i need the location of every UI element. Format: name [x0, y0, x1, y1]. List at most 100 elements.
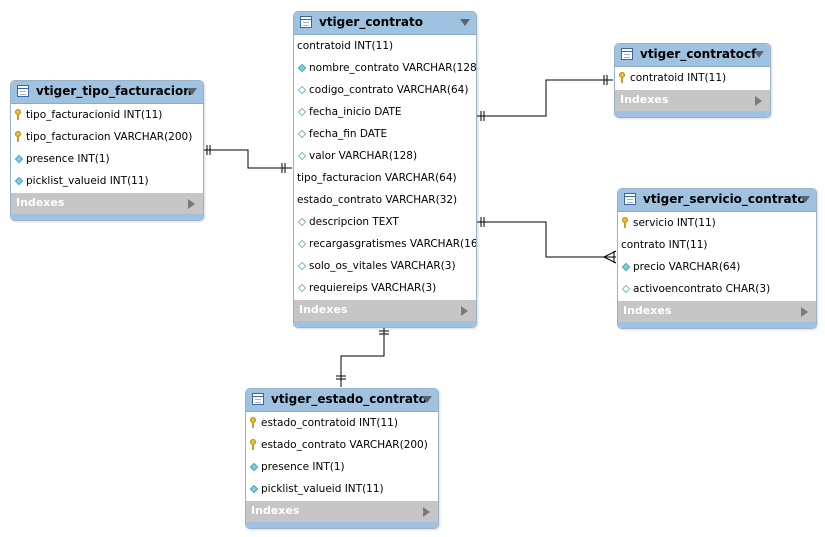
table-icon — [17, 85, 29, 97]
nullable-column-icon — [297, 151, 307, 161]
column-row[interactable]: activoencontrato CHAR(3) — [618, 278, 816, 300]
collapse-toggle-icon[interactable] — [460, 19, 470, 26]
table-servicio_contrato[interactable]: vtiger_servicio_contrato servicio INT(11)… — [617, 188, 817, 329]
nullable-column-icon — [297, 283, 307, 293]
indexes-label: Indexes — [299, 303, 348, 316]
column-row[interactable]: picklist_valueid INT(11) — [11, 170, 203, 192]
expand-arrow-icon[interactable] — [461, 306, 468, 316]
indexes-section[interactable]: Indexes — [294, 299, 476, 321]
column-row[interactable]: contrato INT(11) — [618, 234, 816, 256]
table-estado_contrato[interactable]: vtiger_estado_contrato estado_contratoid … — [245, 388, 439, 529]
column-row[interactable]: presence INT(1) — [246, 456, 438, 478]
nullable-column-icon — [297, 85, 307, 95]
not-null-column-icon — [249, 462, 259, 472]
primary-key-icon — [15, 131, 21, 143]
primary-key-icon — [250, 439, 256, 451]
column-label: descripcion TEXT — [309, 216, 399, 228]
column-label: tipo_facturacion VARCHAR(64) — [297, 172, 457, 184]
indexes-section[interactable]: Indexes — [11, 192, 203, 214]
column-label: recargasgratismes VARCHAR(16) — [309, 238, 477, 250]
column-label: picklist_valueid INT(11) — [26, 175, 149, 187]
table-name: vtiger_tipo_facturacion — [36, 84, 192, 98]
column-row[interactable]: tipo_facturacion VARCHAR(64) — [294, 167, 476, 189]
primary-key-icon — [15, 109, 21, 121]
indexes-section[interactable]: Indexes — [618, 300, 816, 322]
table-contratocf[interactable]: vtiger_contratocf contratoid INT(11) Index… — [614, 43, 771, 118]
expand-arrow-icon[interactable] — [188, 199, 195, 209]
indexes-section[interactable]: Indexes — [615, 89, 770, 111]
table-name: vtiger_servicio_contrato — [643, 192, 806, 206]
column-label: codigo_contrato VARCHAR(64) — [309, 84, 469, 96]
table-icon — [252, 393, 264, 405]
table-header[interactable]: vtiger_tipo_facturacion — [11, 81, 203, 104]
many-crowfoot — [603, 250, 617, 258]
column-label: contrato INT(11) — [621, 239, 708, 251]
expand-arrow-icon[interactable] — [423, 507, 430, 517]
column-row[interactable]: descripcion TEXT — [294, 211, 476, 233]
column-row[interactable]: codigo_contrato VARCHAR(64) — [294, 79, 476, 101]
collapse-toggle-icon[interactable] — [422, 396, 432, 403]
column-row[interactable]: requiereips VARCHAR(3) — [294, 277, 476, 299]
nullable-column-icon — [297, 261, 307, 271]
column-label: fecha_inicio DATE — [309, 106, 402, 118]
table-header[interactable]: vtiger_estado_contrato — [246, 389, 438, 412]
column-row[interactable]: picklist_valueid INT(11) — [246, 478, 438, 500]
column-label: picklist_valueid INT(11) — [261, 483, 384, 495]
column-row[interactable]: estado_contrato VARCHAR(32) — [294, 189, 476, 211]
table-footer — [246, 522, 438, 528]
collapse-toggle-icon[interactable] — [187, 88, 197, 95]
column-row[interactable]: contratoid INT(11) — [615, 67, 770, 89]
relationship-servicio-contrato — [476, 221, 616, 258]
table-name: vtiger_contratocf — [640, 47, 757, 61]
collapse-toggle-icon[interactable] — [800, 196, 810, 203]
table-contrato[interactable]: vtiger_contrato contratoid INT(11) nombre_… — [293, 11, 477, 328]
column-label: fecha_fin DATE — [309, 128, 388, 140]
column-row[interactable]: servicio INT(11) — [618, 212, 816, 234]
collapse-toggle-icon[interactable] — [754, 51, 764, 58]
relationship-tipo-facturacion — [203, 149, 292, 169]
column-label: valor VARCHAR(128) — [309, 150, 418, 162]
table-header[interactable]: vtiger_servicio_contrato — [618, 189, 816, 212]
column-label: contratoid INT(11) — [630, 72, 727, 84]
column-label: precio VARCHAR(64) — [633, 261, 741, 273]
indexes-label: Indexes — [16, 196, 65, 209]
expand-arrow-icon[interactable] — [755, 96, 762, 106]
table-footer — [294, 321, 476, 327]
column-label: estado_contrato VARCHAR(200) — [261, 439, 428, 451]
column-row[interactable]: fecha_fin DATE — [294, 123, 476, 145]
table-footer — [11, 214, 203, 220]
column-row[interactable]: tipo_facturacionid INT(11) — [11, 104, 203, 126]
primary-key-icon — [622, 217, 628, 229]
column-row[interactable]: recargasgratismes VARCHAR(16) — [294, 233, 476, 255]
column-label: estado_contrato VARCHAR(32) — [297, 194, 458, 206]
column-row[interactable]: presence INT(1) — [11, 148, 203, 170]
column-row[interactable]: estado_contrato VARCHAR(200) — [246, 434, 438, 456]
column-label: nombre_contrato VARCHAR(128) — [309, 62, 477, 74]
table-icon — [621, 48, 633, 60]
not-null-column-icon — [14, 176, 24, 186]
nullable-column-icon — [297, 107, 307, 117]
not-null-column-icon — [297, 63, 307, 73]
column-label: estado_contratoid INT(11) — [261, 417, 398, 429]
table-header[interactable]: vtiger_contratocf — [615, 44, 770, 67]
column-row[interactable]: valor VARCHAR(128) — [294, 145, 476, 167]
table-tipo_facturacion[interactable]: vtiger_tipo_facturacion tipo_facturacioni… — [10, 80, 204, 221]
column-row[interactable]: precio VARCHAR(64) — [618, 256, 816, 278]
column-row[interactable]: nombre_contrato VARCHAR(128) — [294, 57, 476, 79]
column-label: activoencontrato CHAR(3) — [633, 283, 771, 295]
column-row[interactable]: solo_os_vitales VARCHAR(3) — [294, 255, 476, 277]
column-row[interactable]: tipo_facturacion VARCHAR(200) — [11, 126, 203, 148]
column-row[interactable]: fecha_inicio DATE — [294, 101, 476, 123]
table-name: vtiger_contrato — [319, 15, 423, 29]
table-header[interactable]: vtiger_contrato — [294, 12, 476, 35]
column-row[interactable]: contratoid INT(11) — [294, 35, 476, 57]
table-footer — [618, 322, 816, 328]
column-label: contratoid INT(11) — [297, 40, 394, 52]
expand-arrow-icon[interactable] — [801, 307, 808, 317]
not-null-column-icon — [249, 484, 259, 494]
column-label: solo_os_vitales VARCHAR(3) — [309, 260, 456, 272]
column-row[interactable]: estado_contratoid INT(11) — [246, 412, 438, 434]
indexes-section[interactable]: Indexes — [246, 500, 438, 522]
indexes-label: Indexes — [251, 504, 300, 517]
column-label: presence INT(1) — [26, 153, 110, 165]
